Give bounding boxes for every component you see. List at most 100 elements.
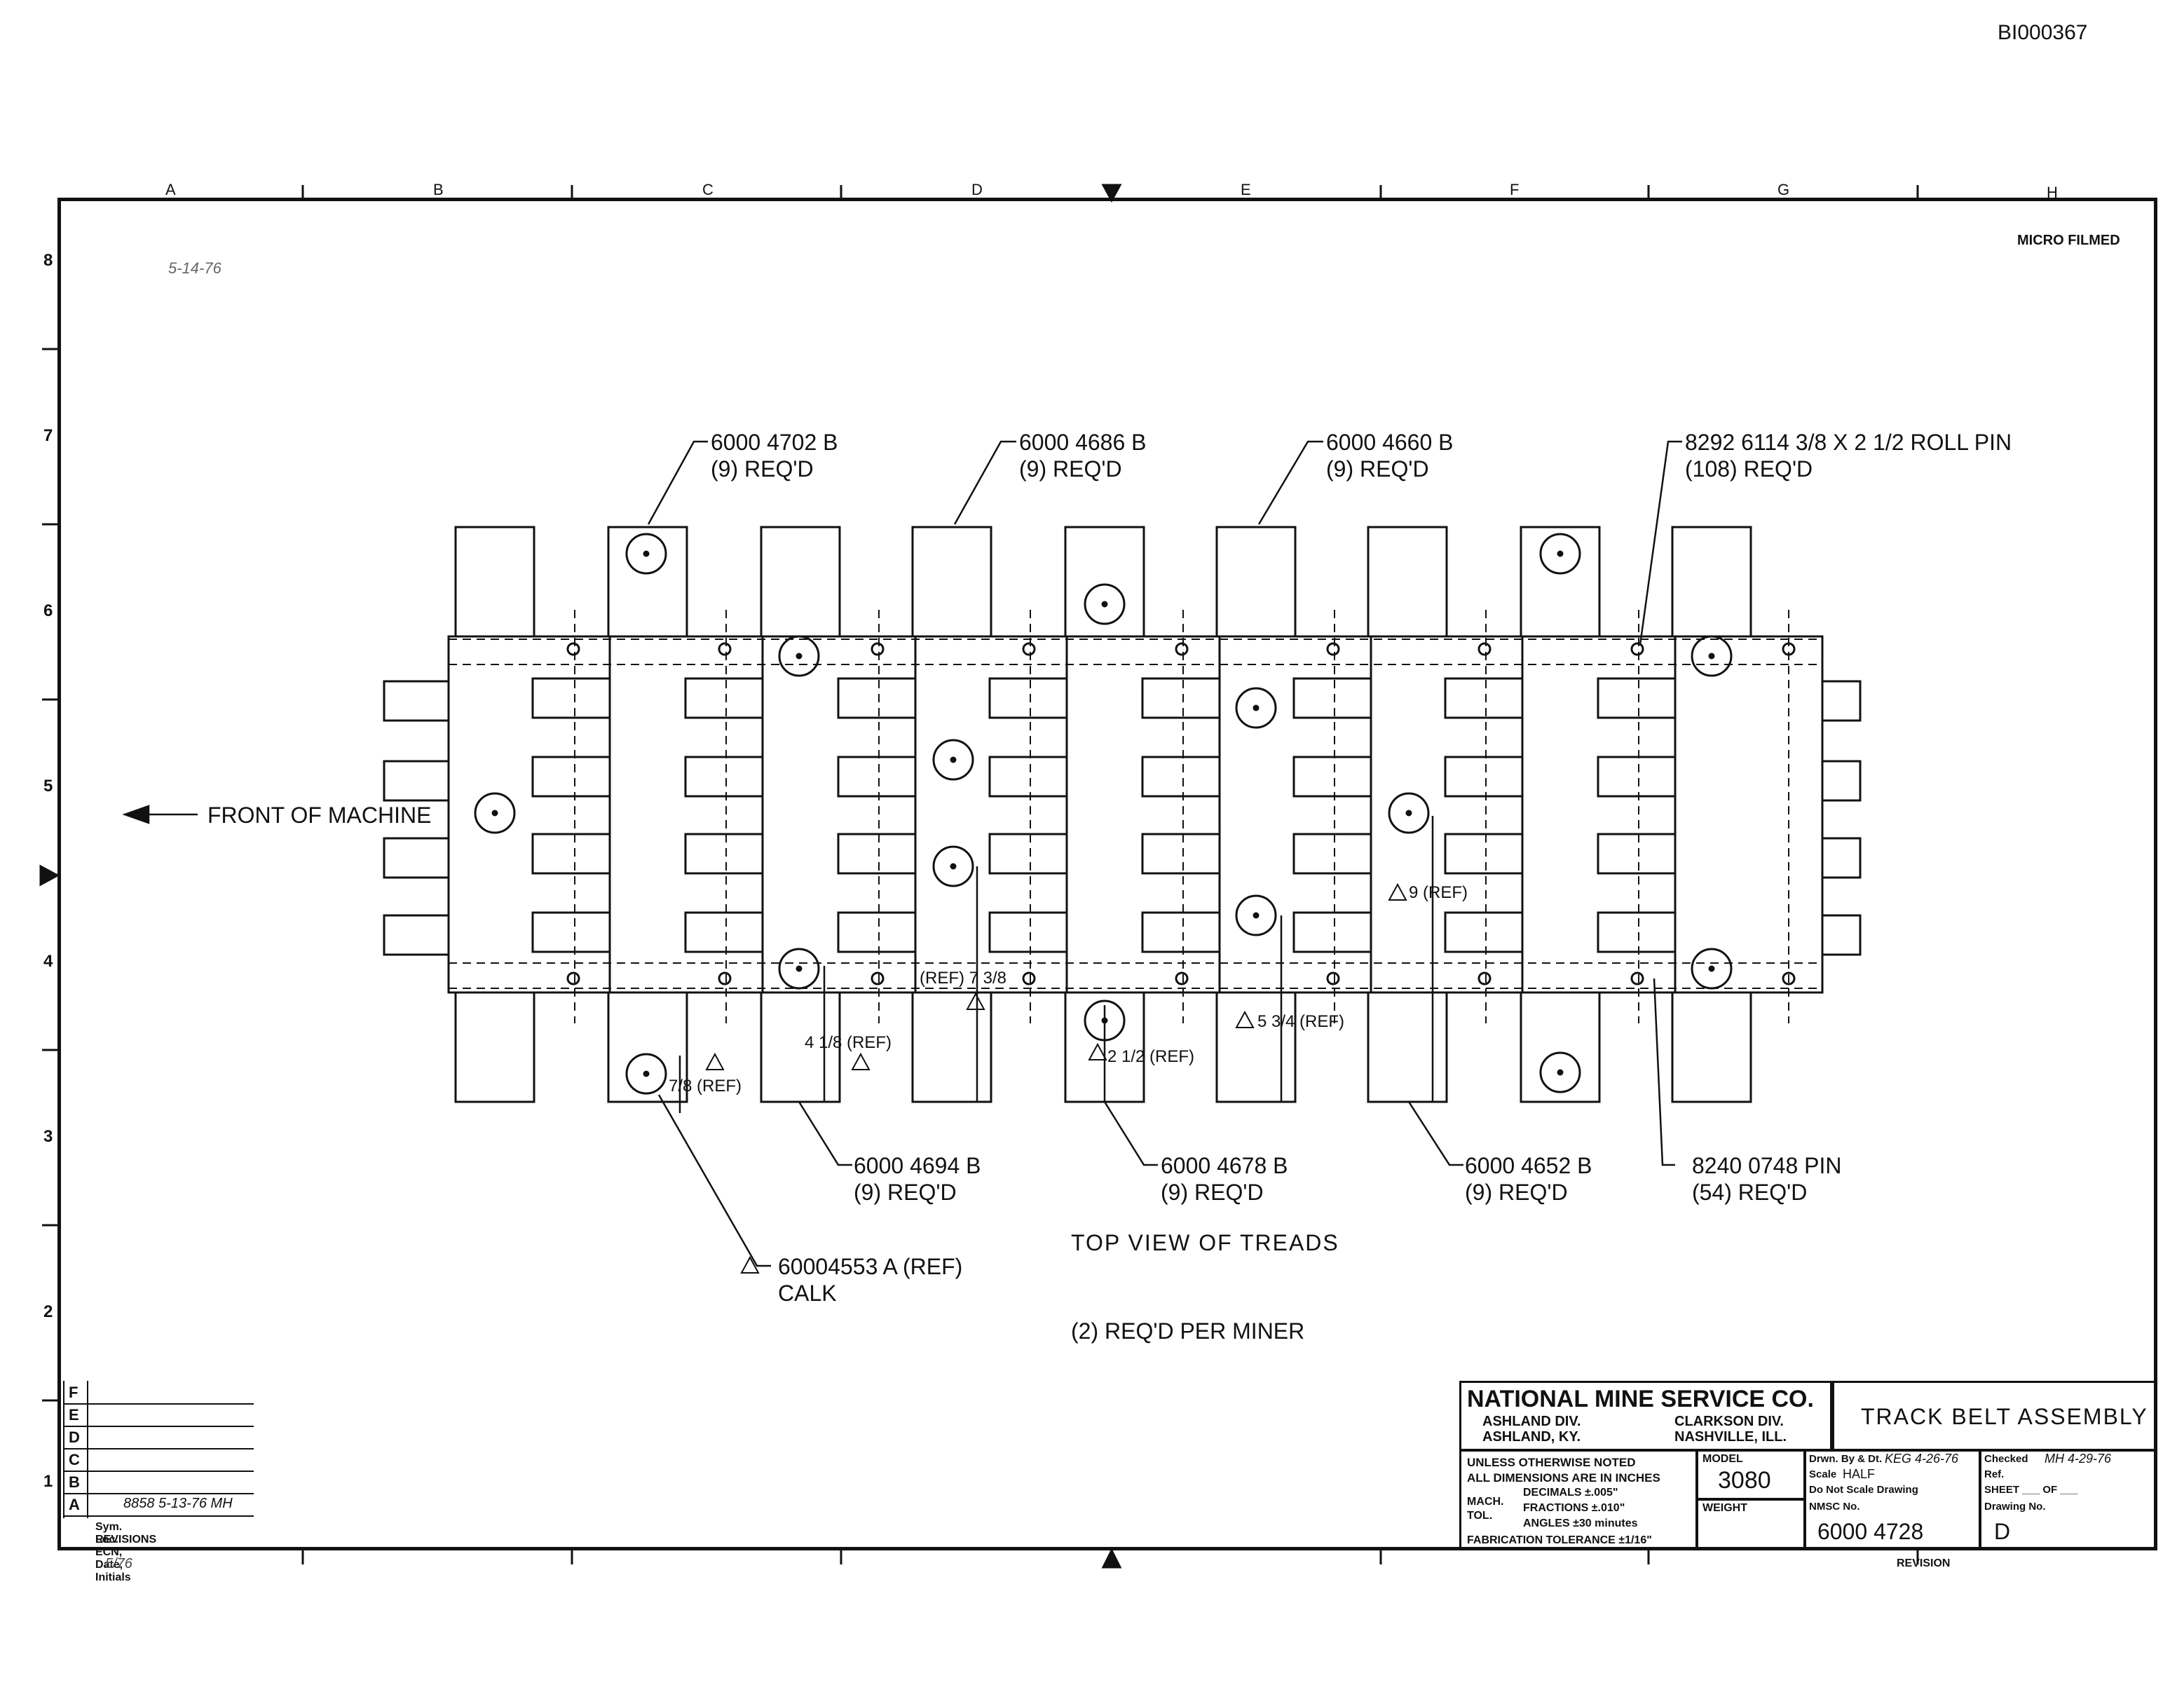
bottom-lug <box>607 991 688 1103</box>
revision-label: REVISION <box>1897 1557 1951 1569</box>
calk-hole-center <box>950 863 957 870</box>
interlock-finger <box>1292 677 1372 719</box>
drawing-no-label: Drawing No. <box>1984 1501 2046 1513</box>
roll-pin-hole <box>1630 642 1644 656</box>
zone-letter-g: G <box>1777 181 1790 198</box>
rev-title: REVISIONS <box>95 1534 157 1546</box>
zone-number-6: 6 <box>43 601 53 620</box>
roll-pin-hole <box>1326 642 1340 656</box>
zone-number-8: 8 <box>43 251 53 270</box>
bottom-lug <box>1367 991 1448 1103</box>
calk-hole <box>778 635 820 677</box>
center-mark-left <box>39 864 60 887</box>
left-end-tab <box>383 680 450 722</box>
division-left-2: ASHLAND, KY. <box>1482 1429 1581 1445</box>
calk-hole <box>1539 1051 1581 1093</box>
callout-calk: 60004553 A (REF)CALK <box>778 1254 963 1306</box>
callout-part-6000-4652b: 6000 4652 B(9) REQ'D <box>1465 1153 1592 1205</box>
roll-pin-hole <box>1477 971 1492 985</box>
track-lugs <box>383 526 1862 1103</box>
rev-row-b: B <box>69 1473 80 1491</box>
tread-body <box>447 635 1824 994</box>
zone-letter-c: C <box>702 181 714 198</box>
left-end-tab <box>383 914 450 956</box>
calk-hole-center <box>1101 601 1108 608</box>
front-of-machine-label: FRONT OF MACHINE <box>207 803 432 828</box>
dimension-7-3-8-ref: (REF) 7 3/8 <box>920 969 1007 988</box>
interlock-finger <box>684 756 764 798</box>
zone-number-3: 3 <box>43 1127 53 1146</box>
sheet-label: SHEET ___ OF ___ <box>1984 1484 2078 1496</box>
rev-row-a: A <box>69 1496 80 1513</box>
frame-tick-marks <box>39 184 1919 1569</box>
interlock-finger <box>1141 677 1221 719</box>
division-right-2: NASHVILLE, ILL. <box>1674 1429 1787 1445</box>
roll-pin-hole <box>1782 642 1796 656</box>
interlock-finger <box>1141 911 1221 953</box>
bottom-lug <box>760 991 841 1103</box>
tol-angles: ANGLES ±30 minutes <box>1523 1517 1638 1529</box>
dimension-4-1-8-ref: 4 1/8 (REF) <box>805 1033 892 1052</box>
roll-pin-hole <box>566 971 580 985</box>
interlock-finger <box>988 911 1068 953</box>
division-right-1: CLARKSON DIV. <box>1674 1414 1784 1429</box>
center-mark-bottom <box>1101 1548 1122 1569</box>
calk-hole <box>1691 635 1733 677</box>
calk-hole-center <box>643 550 650 557</box>
bottom-lug <box>911 991 992 1103</box>
drawn-label: Drwn. By & Dt. <box>1809 1453 1883 1465</box>
roll-pin-hole <box>871 971 885 985</box>
calk-holes <box>474 533 1796 1095</box>
checked-label: Checked <box>1984 1453 2028 1465</box>
leader-lines <box>122 440 1682 1267</box>
interlock-finger <box>1597 833 1677 875</box>
center-mark-top <box>1101 184 1122 203</box>
right-end-tab <box>1821 760 1862 802</box>
callout-roll-pin: 8292 6114 3/8 X 2 1/2 ROLL PIN(108) REQ'… <box>1685 430 2012 482</box>
interlock-finger <box>1444 911 1524 953</box>
roll-pin-hole <box>1175 642 1189 656</box>
document-id: BI000367 <box>1998 21 2088 44</box>
bottom-lug <box>1520 991 1601 1103</box>
scale-value: HALF <box>1843 1467 1876 1481</box>
calk-hole-center <box>1405 810 1412 817</box>
notes-line-1: UNLESS OTHERWISE NOTED <box>1467 1456 1636 1469</box>
weight-label: WEIGHT <box>1702 1502 1747 1514</box>
mach-tol-label: MACH. TOL. <box>1467 1496 1504 1522</box>
callout-part-6000-4694b: 6000 4694 B(9) REQ'D <box>854 1153 981 1205</box>
zone-letter-d: D <box>971 181 983 198</box>
checked-value: MH 4-29-76 <box>2045 1452 2112 1466</box>
interlock-finger <box>988 756 1068 798</box>
zone-letter-a: A <box>165 181 176 198</box>
bottom-lug <box>454 991 535 1103</box>
zone-letter-h: H <box>2047 184 2058 201</box>
left-end-tab <box>383 760 450 802</box>
micro-filmed-stamp: MICRO FILMED <box>2017 233 2120 248</box>
top-lug <box>1064 526 1145 638</box>
model-number: 3080 <box>1718 1467 1771 1494</box>
drawn-info-box: Drwn. By & Dt. KEG 4-26-76 Scale HALF Do… <box>1804 1449 1981 1550</box>
roll-pin-hole <box>1630 971 1644 985</box>
dimension-2-1-2-ref: 2 1/2 (REF) <box>1107 1047 1195 1066</box>
interlock-finger <box>531 756 611 798</box>
interlock-finger <box>1444 756 1524 798</box>
tol-decimals: DECIMALS ±.005" <box>1523 1487 1618 1499</box>
ref-label: Ref. <box>1984 1468 2005 1480</box>
zone-letter-b: B <box>433 181 444 198</box>
top-lug <box>760 526 841 638</box>
interlock-finger <box>1597 756 1677 798</box>
triangle-markers <box>705 882 1407 1274</box>
rev-row-e: E <box>69 1406 79 1424</box>
zone-number-2: 2 <box>43 1302 53 1321</box>
callout-part-6000-4660b: 6000 4660 B(9) REQ'D <box>1326 430 1454 482</box>
calk-hole <box>625 1053 667 1095</box>
calk-hole-center <box>1557 550 1564 557</box>
rev-entry-a: 8858 5-13-76 MH <box>123 1496 233 1511</box>
per-miner-note: (2) REQ'D PER MINER <box>1071 1318 1305 1344</box>
dimension-7-8-ref: 7/8 (REF) <box>669 1077 742 1096</box>
fabrication-tolerance: FABRICATION TOLERANCE ±1/16" <box>1467 1534 1652 1546</box>
dimension-9-ref: 9 (REF) <box>1409 883 1468 902</box>
interlock-finger <box>837 756 917 798</box>
interlock-finger <box>837 833 917 875</box>
